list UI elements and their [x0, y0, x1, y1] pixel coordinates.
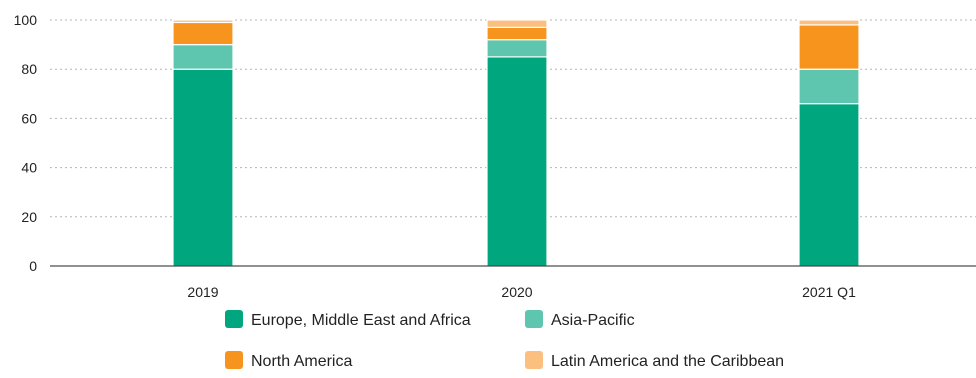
- y-tick-label: 80: [21, 61, 37, 77]
- legend: Europe, Middle East and Africa Asia-Pacif…: [225, 310, 784, 370]
- bar-segment: [486, 39, 548, 58]
- y-tick-label: 60: [21, 110, 37, 126]
- legend-swatch: [225, 351, 243, 369]
- bar-segment: [172, 21, 234, 46]
- legend-swatch: [525, 310, 543, 328]
- y-tick-label: 0: [29, 258, 37, 274]
- bar-segment: [798, 19, 860, 26]
- x-tick-label: 2020: [501, 284, 532, 300]
- bar-segment: [172, 43, 234, 70]
- bar-segment: [486, 26, 548, 41]
- legend-label: Asia-Pacific: [551, 312, 635, 329]
- bar-segment: [172, 68, 234, 267]
- y-axis-ticks: 0 20 40 60 80 100: [14, 12, 38, 274]
- x-axis-ticks: 2019 2020 2021 Q1: [187, 284, 856, 300]
- y-tick-label: 40: [21, 160, 37, 176]
- bar-segment: [486, 19, 548, 28]
- bar-segment: [798, 68, 860, 105]
- x-tick-label: 2021 Q1: [802, 284, 856, 300]
- x-tick-label: 2019: [187, 284, 218, 300]
- legend-swatch: [525, 351, 543, 369]
- y-tick-label: 20: [21, 209, 37, 225]
- y-tick-label: 100: [14, 12, 38, 28]
- legend-label: North America: [251, 353, 352, 370]
- legend-swatch: [225, 310, 243, 328]
- bars: [172, 19, 860, 267]
- bar-segment: [798, 103, 860, 267]
- bar-segment: [798, 24, 860, 70]
- legend-label: Europe, Middle East and Africa: [251, 312, 471, 329]
- bar-segment: [172, 19, 234, 24]
- legend-label: Latin America and the Caribbean: [551, 353, 784, 370]
- bar-segment: [486, 56, 548, 267]
